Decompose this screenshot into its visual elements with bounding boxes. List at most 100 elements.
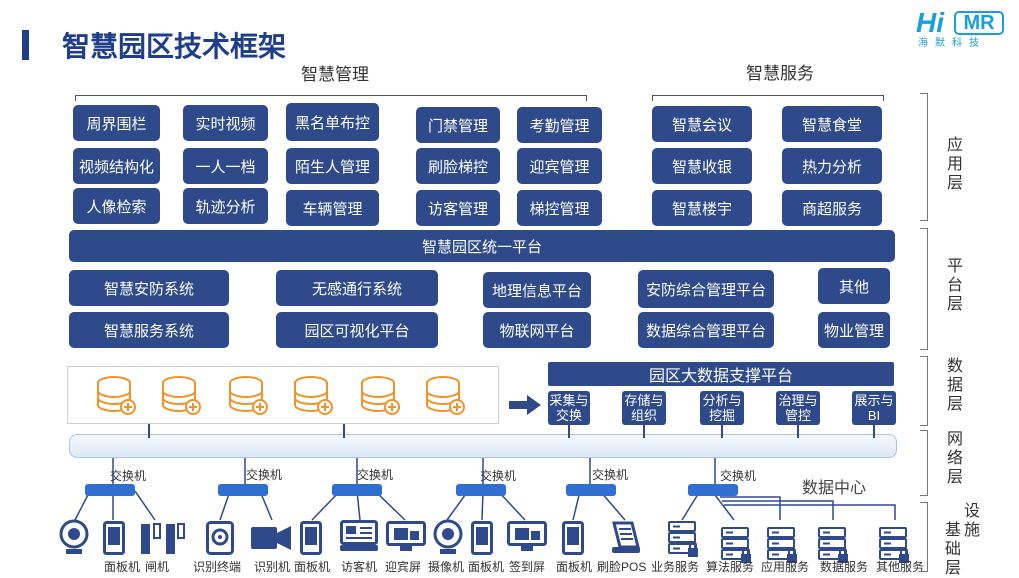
btn-access-control[interactable]: 门禁管理 <box>416 107 500 143</box>
device-label: 数据服务 <box>820 560 869 574</box>
module-line1: 分析与 <box>702 393 742 408</box>
connector <box>343 424 345 438</box>
btn-elevator-control[interactable]: 梯控管理 <box>517 190 602 226</box>
title-accent-bar <box>22 30 29 60</box>
device-label: 面板机 <box>556 560 593 574</box>
btn-face-elevator[interactable]: 刷脸梯控 <box>416 148 500 184</box>
smart-service-bracket <box>652 95 884 101</box>
btn-welcome-management[interactable]: 迎宾管理 <box>517 148 602 184</box>
switch-label: 交换机 <box>480 469 517 483</box>
device-label: 访客机 <box>341 560 378 574</box>
btn-stranger-management[interactable]: 陌生人管理 <box>286 148 379 184</box>
module-line2: 交换 <box>555 408 582 423</box>
btn-gis-platform[interactable]: 地理信息平台 <box>483 272 591 308</box>
switch-label: 交换机 <box>246 468 283 482</box>
switch-icon[interactable] <box>218 484 268 496</box>
camera-icon[interactable] <box>432 519 464 557</box>
server-lock-icon[interactable] <box>879 527 911 565</box>
btn-smart-cashier[interactable]: 智慧收银 <box>652 148 752 184</box>
panel-device-icon[interactable] <box>471 521 493 555</box>
btn-vehicle-management[interactable]: 车辆管理 <box>286 190 379 226</box>
panel-device-icon[interactable] <box>562 521 584 555</box>
switch-icon[interactable] <box>688 484 738 496</box>
video-camera-icon[interactable] <box>251 525 291 551</box>
module-line2: 管控 <box>784 408 811 423</box>
btn-iot-platform[interactable]: 物联网平台 <box>483 312 591 348</box>
btn-heat-analysis[interactable]: 热力分析 <box>782 148 882 184</box>
device-label: 面板机 <box>468 560 505 574</box>
btn-live-video[interactable]: 实时视频 <box>183 105 268 141</box>
module-line2: 挖掘 <box>708 408 735 423</box>
server-lock-icon[interactable] <box>767 527 799 565</box>
layer-brace-infra <box>920 502 928 572</box>
module-line1: 存储与 <box>624 393 664 408</box>
module-line1: 展示与 <box>854 393 894 408</box>
unified-platform-bar[interactable]: 智慧园区统一平台 <box>69 230 895 262</box>
switch-icon[interactable] <box>85 484 135 496</box>
btn-property-management[interactable]: 物业管理 <box>818 312 890 348</box>
device-label: 闸机 <box>145 560 170 574</box>
btn-trajectory-analysis[interactable]: 轨迹分析 <box>183 188 268 224</box>
btn-analyze-mine[interactable]: 分析与 挖掘 <box>700 391 744 425</box>
switch-icon[interactable] <box>332 484 382 496</box>
recognition-terminal-icon[interactable] <box>206 521 234 555</box>
database-icons <box>97 376 465 415</box>
page-title: 智慧园区技术框架 <box>62 31 287 62</box>
layer-label-infra-a: 设施 <box>963 503 980 539</box>
btn-blacklist-control[interactable]: 黑名单布控 <box>286 103 379 141</box>
btn-video-structuring[interactable]: 视频结构化 <box>73 148 160 184</box>
layer-brace-platform <box>920 228 928 350</box>
layer-label-infra-b: 基础层 <box>944 522 961 577</box>
logo-hi: Hi <box>916 7 944 38</box>
btn-data-mgmt-platform[interactable]: 数据综合管理平台 <box>638 312 774 348</box>
smart-management-label: 智慧管理 <box>301 65 369 84</box>
layer-label-app: 应用层 <box>946 137 963 192</box>
btn-smart-building[interactable]: 智慧楼宇 <box>652 190 752 226</box>
connector <box>148 424 150 438</box>
panel-device-icon[interactable] <box>300 521 322 555</box>
device-label: 业务服务 <box>651 560 700 574</box>
panel-device-icon[interactable] <box>103 521 125 555</box>
device-label: 识别终端 <box>193 560 242 574</box>
btn-one-person-one-file[interactable]: 一人一档 <box>183 148 268 184</box>
module-line1: 治理与 <box>778 393 818 408</box>
btn-govern-control[interactable]: 治理与 管控 <box>776 391 820 425</box>
switch-icon[interactable] <box>456 484 506 496</box>
btn-other-platform[interactable]: 其他 <box>818 268 890 304</box>
btn-security-mgmt-platform[interactable]: 安防综合管理平台 <box>638 270 774 308</box>
signin-screen-icon[interactable] <box>507 521 547 551</box>
bigdata-platform-title[interactable]: 园区大数据支撑平台 <box>548 362 894 386</box>
layer-label-platform: 平台层 <box>946 258 963 313</box>
btn-smart-canteen[interactable]: 智慧食堂 <box>782 106 882 142</box>
camera-icon[interactable] <box>58 519 90 557</box>
btn-smart-service-system[interactable]: 智慧服务系统 <box>69 312 229 348</box>
server-lock-icon[interactable] <box>818 527 850 565</box>
device-label: 面板机 <box>104 560 141 574</box>
module-line2: BI <box>867 408 881 423</box>
device-label: 刷脸POS <box>597 560 647 574</box>
logo-subtitle: 海默科技 <box>918 38 986 49</box>
btn-smart-security-system[interactable]: 智慧安防系统 <box>69 270 229 306</box>
turnstile-icon[interactable] <box>140 522 188 554</box>
device-label: 识别机 <box>254 560 291 574</box>
btn-smart-meeting[interactable]: 智慧会议 <box>652 106 752 142</box>
btn-visitor-management[interactable]: 访客管理 <box>416 190 500 226</box>
btn-supermarket-service[interactable]: 商超服务 <box>782 190 882 226</box>
switch-label: 交换机 <box>592 468 629 482</box>
switch-icon[interactable] <box>566 484 616 496</box>
device-label: 签到屏 <box>509 560 546 574</box>
btn-portrait-search[interactable]: 人像检索 <box>73 188 160 224</box>
server-lock-icon[interactable] <box>668 521 700 559</box>
btn-park-visualization-platform[interactable]: 园区可视化平台 <box>276 312 438 348</box>
btn-attendance[interactable]: 考勤管理 <box>517 107 602 143</box>
btn-collect-exchange[interactable]: 采集与 交换 <box>548 391 590 425</box>
btn-frictionless-pass-system[interactable]: 无感通行系统 <box>276 270 438 306</box>
visitor-machine-icon[interactable] <box>340 520 378 552</box>
layer-brace-data <box>920 356 928 426</box>
face-pos-icon[interactable] <box>610 521 642 555</box>
server-lock-icon[interactable] <box>721 527 753 565</box>
btn-display-bi[interactable]: 展示与 BI <box>852 391 896 425</box>
btn-perimeter-fence[interactable]: 周界围栏 <box>73 105 160 141</box>
btn-storage-organize[interactable]: 存储与 组织 <box>622 391 666 425</box>
welcome-screen-icon[interactable] <box>386 521 426 551</box>
